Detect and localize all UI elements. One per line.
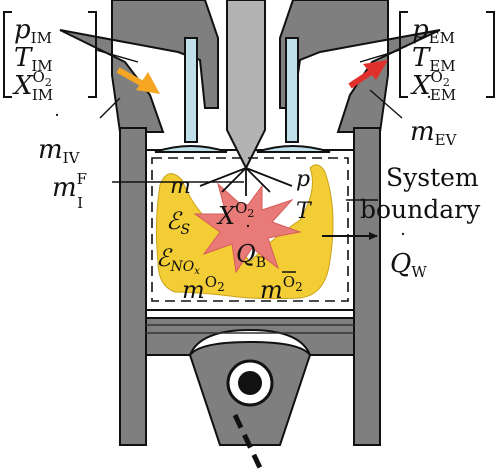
crank-axis (232, 413, 265, 472)
exhaust-valve (256, 37, 331, 153)
fuel-injector (226, 0, 266, 171)
injection-flow-dot: ˙ (66, 148, 76, 172)
burned-heat-dot: ˙ (243, 221, 253, 245)
intake-valve-flow-label: mIV (38, 135, 81, 167)
leader-lines (95, 49, 403, 201)
cylinder-oxygen-label: XO2 (216, 199, 254, 230)
burned-oxygen-mass-label: mO2 (260, 273, 303, 304)
intake-valve-flow-dot: ˙ (52, 110, 62, 134)
intake-temperature-label: TIM (14, 43, 53, 75)
cylinder-pressure-label: p (296, 167, 310, 192)
exhaust-valve-flow-label: mEV (410, 117, 458, 149)
wrist-pin-center (238, 371, 262, 395)
nox-energy-label: ℰNOx (156, 244, 200, 277)
exhaust-valve-flow-dot: ˙ (424, 92, 434, 116)
oxygen-mass-label: mO2 (182, 273, 225, 304)
intake-flow-arrow (116, 67, 160, 94)
intake-pressure-label: pIM (14, 15, 52, 47)
fuel-spray (199, 167, 293, 196)
burned-heat-label: QB (236, 240, 266, 271)
flame-burst (193, 182, 302, 274)
system-boundary-line1: System (386, 163, 479, 192)
cylinder-mass-label: m (170, 174, 191, 199)
cylinder-wall-left (119, 127, 147, 446)
cylinder-temperature-label: T (296, 199, 313, 224)
cylinder-wall-right (353, 127, 381, 446)
intake-valve (154, 37, 228, 153)
wall-heat-label: QW (390, 249, 427, 281)
system-boundary-box (151, 157, 349, 302)
exhaust-temperature-label: TEM (412, 43, 456, 75)
piston-rings (146, 324, 354, 334)
wall-heat-dot: ˙ (398, 229, 408, 253)
system-boundary-line2: boundary (360, 195, 481, 224)
exhaust-pressure-label: pEM (412, 15, 455, 47)
exhaust-flow-arrow (348, 60, 388, 89)
soot-energy-label: ℰS (166, 207, 190, 238)
